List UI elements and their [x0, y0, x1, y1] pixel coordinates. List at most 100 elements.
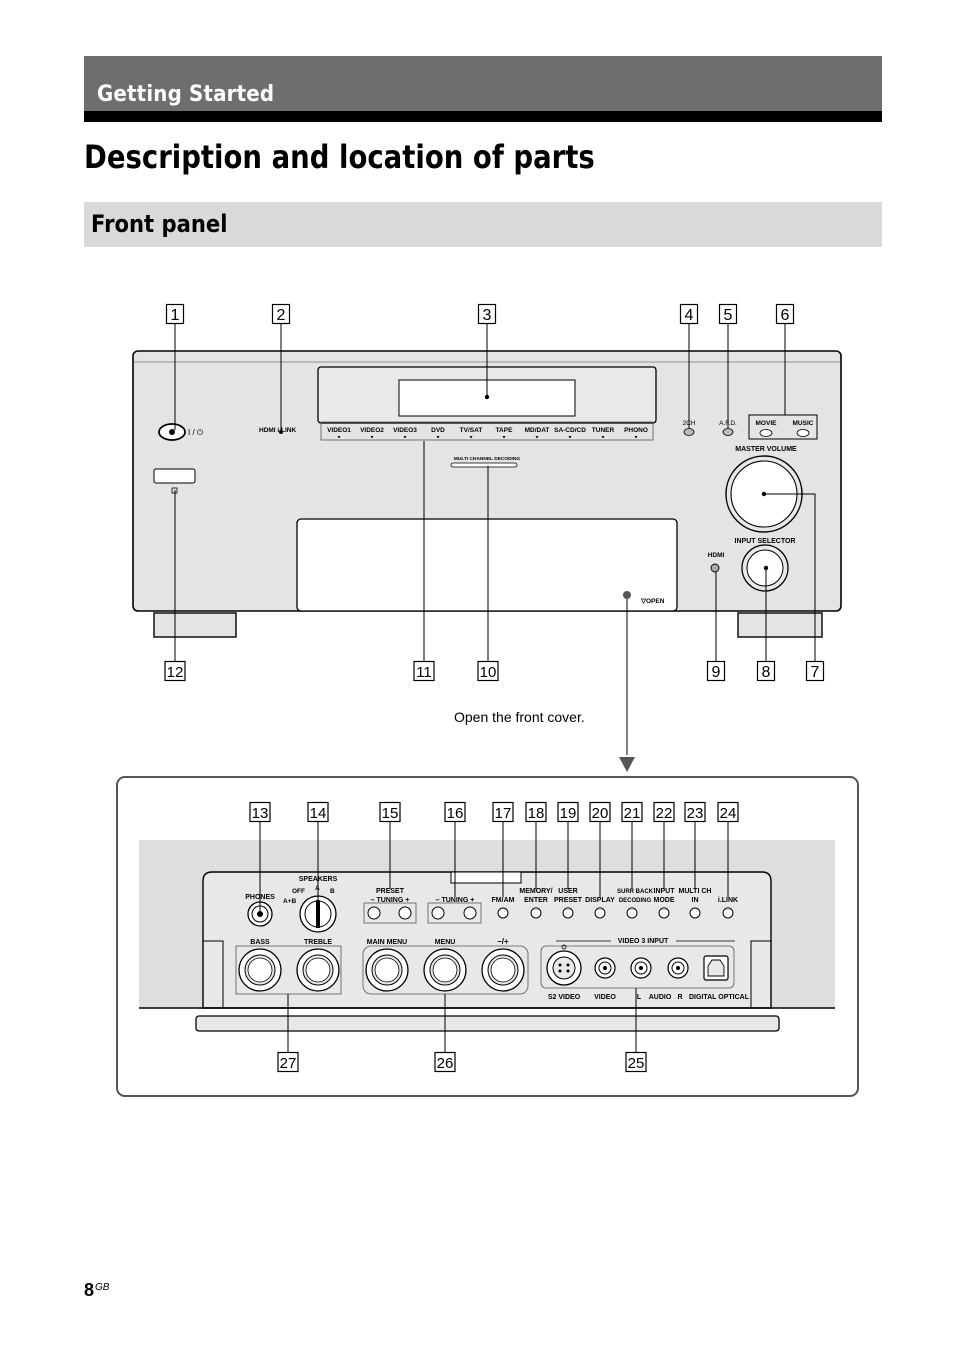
multi-ch-in-label: IN	[692, 897, 699, 904]
bass-knob[interactable]	[238, 948, 282, 992]
callout-19: 19	[560, 805, 577, 822]
callout-box-22	[653, 801, 675, 823]
cover-leader-lines	[259, 822, 729, 1052]
callout-box-13	[249, 801, 271, 823]
fm-am-label: FM/AM	[492, 897, 515, 904]
section-band: Getting Started	[84, 56, 882, 122]
ilink-label: i.LINK	[718, 897, 738, 904]
preset-label: PRESET	[376, 888, 405, 895]
callout-25: 25	[628, 1055, 645, 1072]
page-title: Description and location of parts	[84, 138, 595, 176]
leader-lines	[174, 324, 816, 755]
multi-ch-in-button[interactable]	[689, 907, 701, 919]
callout-21: 21	[624, 805, 641, 822]
callout-11: 11	[416, 664, 432, 681]
display-button[interactable]	[594, 907, 606, 919]
surr-back-decoding-button[interactable]	[626, 907, 638, 919]
hdmi-link-label: HDMI i.LINK	[259, 427, 296, 434]
callout-8: 8	[762, 664, 771, 681]
menu-knob[interactable]	[423, 948, 467, 992]
input-indicator-5[interactable]	[502, 436, 506, 439]
callout-18: 18	[528, 805, 545, 822]
input-indicator-6[interactable]	[535, 436, 539, 439]
main-menu-label: MAIN MENU	[367, 939, 407, 946]
input-indicator-3[interactable]	[436, 436, 440, 439]
callout-box-5	[718, 303, 738, 325]
hdmi-label: HDMI	[708, 552, 725, 559]
input-label-0: VIDEO1	[327, 427, 351, 434]
input-indicator-1[interactable]	[370, 436, 374, 439]
section-title: Getting Started	[97, 82, 275, 107]
ilink-button[interactable]	[722, 907, 734, 919]
callout-box-12	[164, 660, 186, 682]
callout-13: 13	[252, 805, 269, 822]
tuning-label: – TUNING +	[436, 897, 475, 904]
2ch-button[interactable]	[683, 428, 695, 436]
callout-box-24	[717, 801, 739, 823]
callout-box-25	[625, 1051, 647, 1073]
music-button[interactable]	[796, 429, 810, 437]
preset-tuning-plus[interactable]	[398, 906, 412, 920]
input-selector-label: INPUT SELECTOR	[735, 538, 796, 545]
input-indicator-4[interactable]	[469, 436, 473, 439]
movie-button[interactable]	[759, 429, 773, 437]
input-indicator-9[interactable]	[634, 436, 638, 439]
audio-r-label: R	[677, 994, 682, 1001]
input-label-8: TUNER	[592, 427, 615, 434]
minus-plus-label: –/+	[497, 937, 509, 946]
callout-box-2	[271, 303, 291, 325]
tuning-minus[interactable]	[431, 906, 445, 920]
s2-video-jack[interactable]	[546, 944, 582, 986]
input-indicator-7[interactable]	[568, 436, 572, 439]
digital-optical-jack[interactable]	[703, 955, 729, 981]
tuning-plus[interactable]	[463, 906, 477, 920]
callout-7: 7	[811, 664, 820, 681]
callout-14: 14	[310, 805, 327, 822]
fm-am-button[interactable]	[497, 907, 509, 919]
caption-open-cover: Open the front cover.	[454, 709, 585, 725]
callout-box-16	[444, 801, 466, 823]
afd-button[interactable]	[722, 428, 734, 436]
callout-9: 9	[712, 664, 721, 681]
input-label-7: SA-CD/CD	[554, 427, 586, 434]
treble-knob[interactable]	[296, 948, 340, 992]
video3-input-label: VIDEO 3 INPUT	[618, 938, 669, 945]
input-indicator-2[interactable]	[403, 436, 407, 439]
speakers-off-label: OFF	[292, 888, 305, 895]
callout-16: 16	[447, 805, 464, 822]
main-menu-knob[interactable]	[365, 948, 409, 992]
callout-box-9	[706, 660, 726, 682]
callout-6: 6	[781, 307, 790, 324]
callout-17: 17	[495, 805, 512, 822]
memory-enter-button[interactable]	[530, 907, 542, 919]
preset-tuning-minus[interactable]	[367, 906, 381, 920]
callout-box-3	[477, 303, 497, 325]
decoding-label: DECODING	[619, 898, 652, 904]
callout-box-26	[434, 1051, 456, 1073]
callout-box-10	[477, 660, 499, 682]
input-label-5: TAPE	[496, 427, 514, 434]
multi-channel-label: MULTI CHANNEL DECODING	[454, 456, 520, 462]
input-indicator-0[interactable]	[337, 436, 341, 439]
hdmi-indicator	[710, 563, 720, 573]
callout-box-1	[165, 303, 185, 325]
video-jack[interactable]	[594, 957, 616, 979]
open-label: ▽OPEN	[640, 598, 665, 605]
user-preset-label: PRESET	[554, 897, 583, 904]
audio-r-jack[interactable]	[667, 957, 689, 979]
callout-24: 24	[720, 805, 737, 822]
input-mode-button[interactable]	[658, 907, 670, 919]
callout-box-15	[379, 801, 401, 823]
callout-1: 1	[171, 307, 180, 324]
callout-box-4	[679, 303, 699, 325]
cover-panel: SPEAKERS OFF A B A+B PHONES PRESET – TUN…	[139, 871, 835, 1032]
user-preset-button[interactable]	[562, 907, 574, 919]
minus-plus-knob[interactable]	[481, 948, 525, 992]
audio-l-jack[interactable]	[630, 957, 652, 979]
input-indicator-8[interactable]	[601, 436, 605, 439]
audio-label: AUDIO	[649, 994, 672, 1001]
callout-26: 26	[437, 1055, 454, 1072]
callout-5: 5	[724, 307, 733, 324]
digital-optical-label: DIGITAL OPTICAL	[689, 994, 750, 1001]
